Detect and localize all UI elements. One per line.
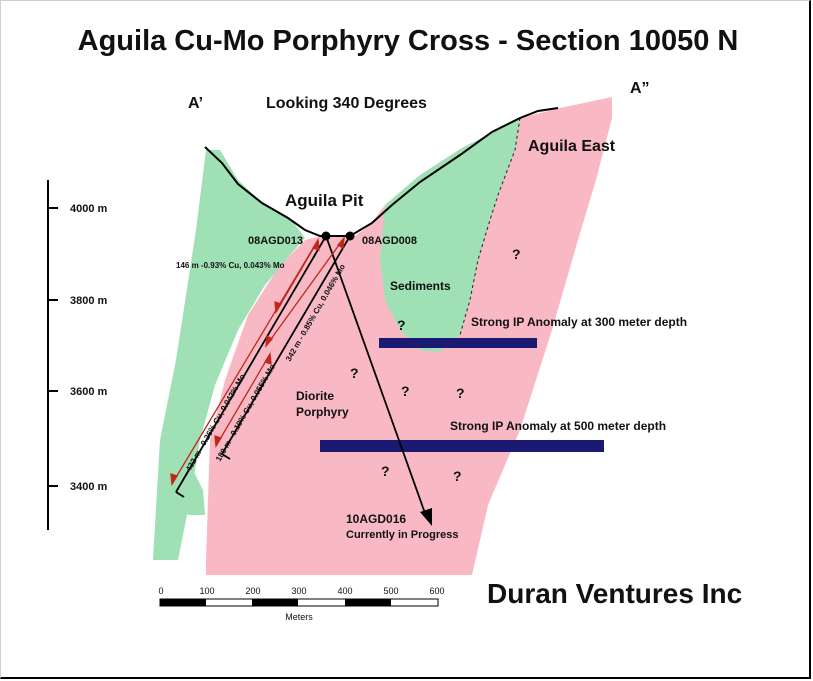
drillhole-collar-08agd008 [345,231,355,241]
drillhole-08agd008-trace [221,235,351,455]
unknown-marker: ? [350,365,359,381]
elevation-label-3600: 3600 m [70,386,108,398]
drillhole-10agd016-label: 10AGD016 [346,512,406,526]
drillhole-08agd008-label: 08AGD008 [362,235,417,247]
distance-scale-bar [159,598,439,607]
diorite-label-line1: Diorite [296,389,334,403]
distance-tick-label: 400 [337,586,352,596]
sediments-label: Sediments [390,279,451,293]
unknown-marker: ? [512,246,521,262]
intercept-146m-label: 146 m -0.93% Cu, 0.043% Mo [176,261,285,270]
looking-direction-label: Looking 340 Degrees [266,95,427,112]
diorite-label-line2: Porphyry [296,405,349,419]
sediments-unit-pit-wall [180,395,205,515]
drillhole-08agd013-end [175,491,185,498]
figure-title: Aguila Cu-Mo Porphyry Cross - Section 10… [78,25,739,57]
drillhole-collar-08agd013 [321,231,331,241]
ip-anomaly-300m-bar [379,338,537,348]
distance-tick-label: 0 [158,586,163,596]
elevation-label-3400: 3400 m [70,481,108,493]
unknown-marker: ? [453,468,462,484]
sediments-unit-central [380,118,520,352]
unknown-marker: ? [456,385,465,401]
drillhole-08agd013-label: 08AGD013 [248,235,303,247]
aguila-pit-label: Aguila Pit [285,191,364,210]
intercept-arrowhead [170,473,178,486]
aguila-east-label: Aguila East [528,138,616,155]
intercept-arrowhead [214,435,222,448]
drillhole-08agd008-end [221,453,231,460]
intercept-arrowhead [264,352,272,365]
intercept-146m-line [275,243,317,313]
intercept-180m-line [215,353,271,447]
unknown-marker: ? [401,383,410,399]
distance-tick-label: 100 [199,586,214,596]
section-end-right-label: A” [630,80,650,97]
intercept-arrowhead [337,236,345,250]
ip-anomaly-500m-label: Strong IP Anomaly at 500 meter depth [450,419,666,433]
company-name: Duran Ventures Inc [487,578,742,609]
ip-anomaly-500m-bar [320,440,604,452]
sediments-contact-dashed [459,117,521,336]
distance-tick-label: 200 [245,586,260,596]
topographic-surface [204,107,559,237]
ip-anomaly-300m-label: Strong IP Anomaly at 300 meter depth [471,315,687,329]
intercept-arrowhead [274,301,282,314]
drillhole-10agd016-status: Currently in Progress [346,529,458,541]
intercept-432m-line [171,239,319,485]
elevation-label-3800: 3800 m [70,295,108,307]
distance-scale-unit: Meters [285,612,313,622]
drillhole-10agd016-trace [325,235,427,517]
section-end-left-label: A’ [188,95,203,112]
drillhole-10agd016-arrowhead [420,508,432,526]
intercept-342m-line [265,237,345,347]
elevation-label-4000: 4000 m [70,203,108,215]
intercept-arrowhead [265,334,273,348]
unknown-marker: ? [397,317,406,333]
distance-tick-label: 600 [429,586,444,596]
unknown-marker: ? [381,463,390,479]
distance-tick-label: 300 [291,586,306,596]
drillhole-08agd013-trace [175,235,327,493]
distance-tick-label: 500 [383,586,398,596]
